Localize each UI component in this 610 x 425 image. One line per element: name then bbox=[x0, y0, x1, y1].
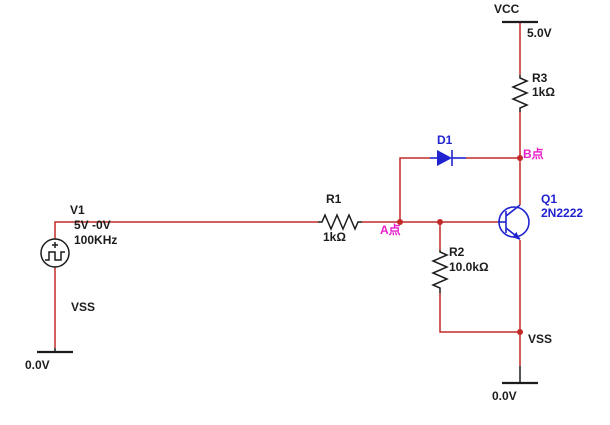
vss-left-value-label: 0.0V bbox=[25, 358, 50, 372]
vss-left-label: VSS bbox=[71, 300, 96, 314]
d1-name-label: D1 bbox=[437, 133, 453, 147]
junction-dot-a bbox=[397, 219, 403, 225]
v1-freq-label: 100KHz bbox=[74, 233, 118, 247]
r2-resistor-symbol bbox=[431, 250, 449, 293]
r3-resistor-symbol bbox=[511, 75, 529, 112]
q1-model-label: 2N2222 bbox=[541, 206, 584, 220]
r3-name-label: R3 bbox=[532, 71, 548, 85]
vcc-label: VCC bbox=[494, 2, 520, 16]
v1-name-label: V1 bbox=[70, 203, 85, 217]
ground-symbol-left bbox=[37, 348, 73, 354]
d1-diode-symbol bbox=[430, 150, 466, 166]
r2-value-label: 10.0kΩ bbox=[449, 260, 489, 274]
junction-dot-r2-top bbox=[437, 219, 443, 225]
q1-transistor-symbol bbox=[498, 204, 530, 240]
wire-a-to-diode bbox=[399, 157, 430, 222]
ground-symbol-right bbox=[502, 366, 538, 385]
r1-name-label: R1 bbox=[326, 192, 342, 206]
vss-right-value-label: 0.0V bbox=[492, 389, 517, 403]
r3-value-label: 1kΩ bbox=[532, 85, 555, 99]
v1-source-symbol bbox=[40, 238, 70, 268]
node-a-label: A点 bbox=[380, 223, 401, 237]
q1-name-label: Q1 bbox=[541, 192, 558, 206]
r1-value-label: 1kΩ bbox=[323, 230, 346, 244]
junction-dot-b bbox=[517, 155, 523, 161]
r1-resistor-symbol bbox=[318, 213, 362, 231]
junction-dot-emitter bbox=[517, 329, 523, 335]
r2-name-label: R2 bbox=[449, 245, 465, 259]
wire-r2-to-emitter-node bbox=[439, 293, 520, 333]
vcc-value-label: 5.0V bbox=[527, 26, 552, 40]
vss-right-label: VSS bbox=[528, 332, 553, 346]
node-b-label: B点 bbox=[523, 147, 544, 161]
wire-v1-to-r1 bbox=[54, 221, 318, 239]
v1-value-label: 5V -0V bbox=[74, 218, 111, 232]
